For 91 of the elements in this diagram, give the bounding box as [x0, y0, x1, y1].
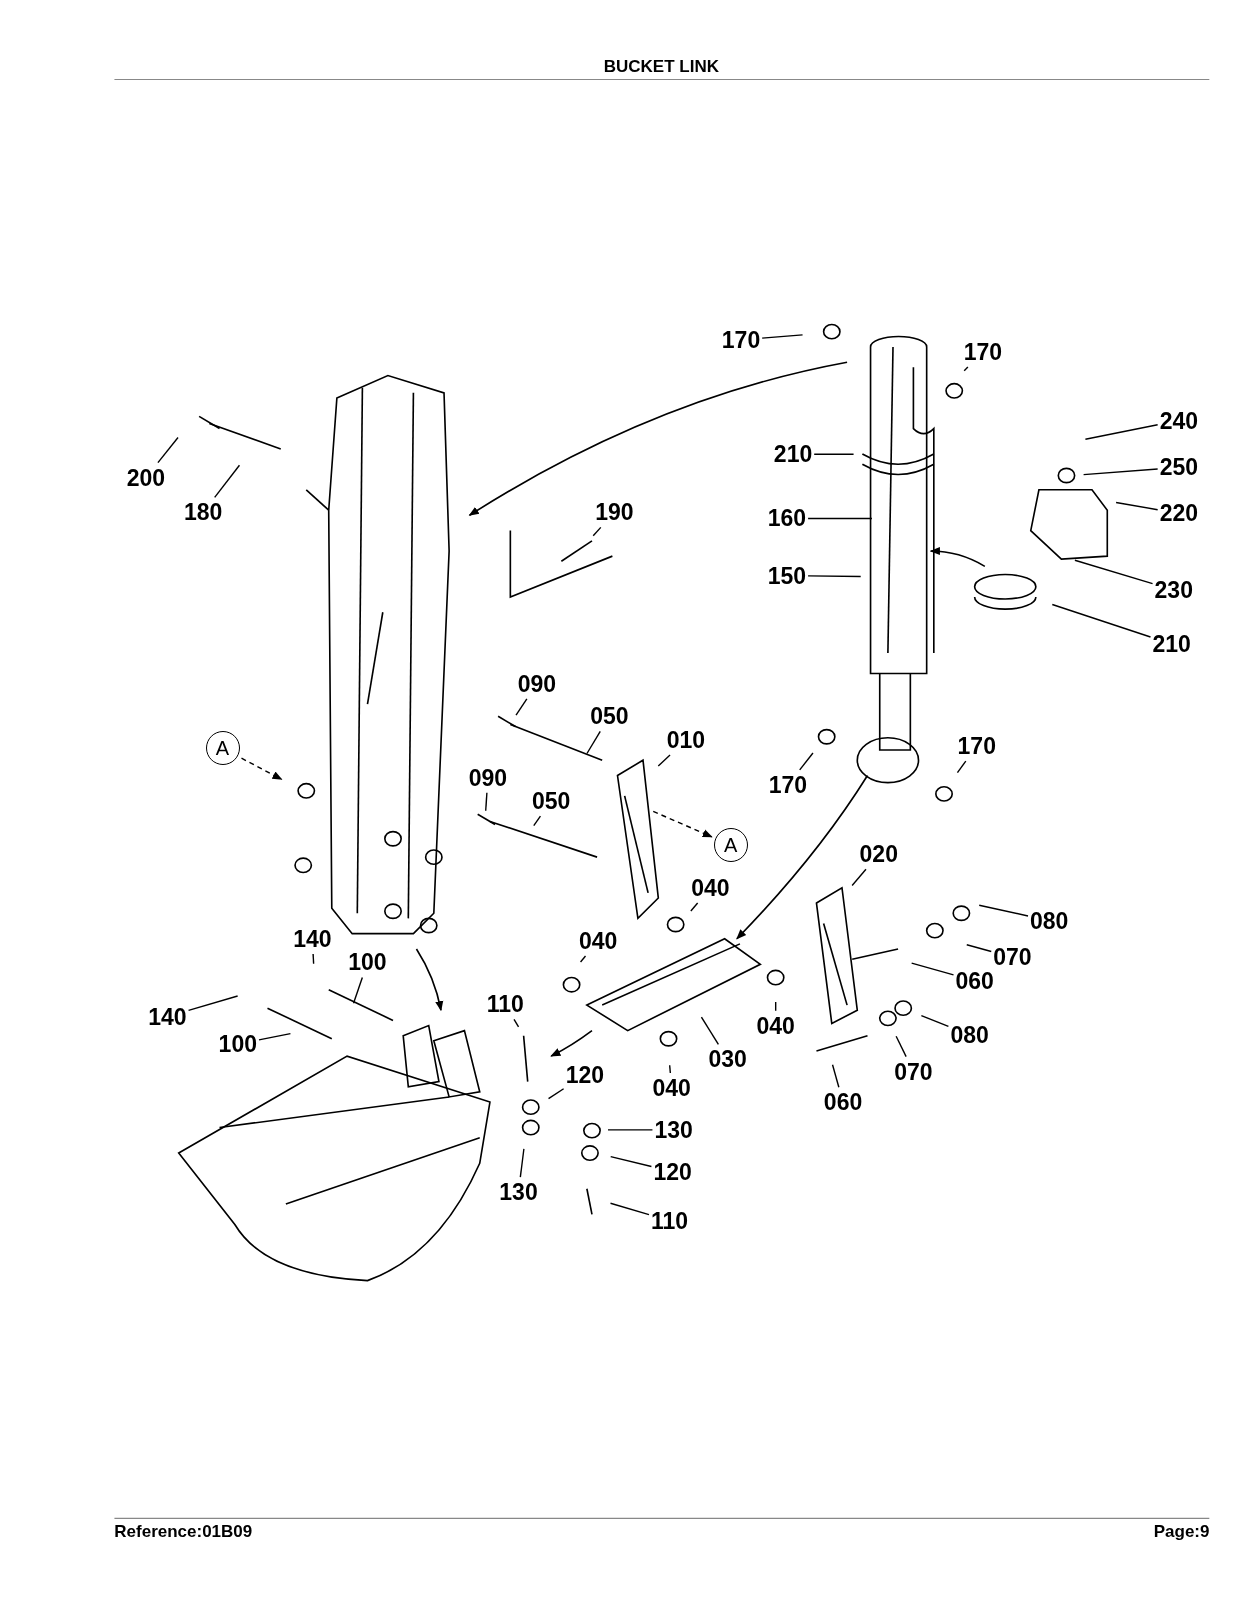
- leader-line: [586, 730, 601, 755]
- callout-number: 060: [823, 1089, 863, 1116]
- callout-number: 090: [517, 670, 557, 697]
- leader-line: [187, 995, 239, 1012]
- leader-line: [1074, 559, 1154, 585]
- leader-line: [214, 464, 241, 499]
- leader-line: [807, 575, 862, 578]
- leader-line: [851, 868, 867, 887]
- leader-line: [609, 1155, 653, 1168]
- leader-line: [1051, 603, 1152, 638]
- callout-number: 050: [531, 788, 571, 815]
- dashed-arrow: [652, 810, 713, 838]
- callout-number: 010: [666, 726, 706, 753]
- leader-line: [513, 1018, 520, 1028]
- leader-line: [799, 752, 814, 771]
- leader-line: [657, 754, 671, 767]
- leader-line: [963, 366, 969, 372]
- callout-number: 140: [148, 1003, 187, 1030]
- leader-line: [352, 976, 364, 1004]
- callout-number: 040: [578, 928, 618, 955]
- callout-number: 200: [126, 464, 166, 491]
- leader-line: [775, 1001, 777, 1012]
- callout-number: 070: [993, 944, 1032, 971]
- callout-number: 230: [1154, 576, 1193, 603]
- leader-line: [1115, 501, 1159, 511]
- leader-line: [485, 792, 488, 812]
- callout-number: 130: [654, 1116, 693, 1143]
- leader-line: [519, 1148, 525, 1178]
- leader-line: [1084, 424, 1159, 440]
- callout-number: 070: [894, 1058, 933, 1085]
- leader-line: [956, 760, 967, 774]
- callout-number: 150: [767, 562, 807, 589]
- callout-number: 040: [756, 1012, 795, 1039]
- leader-line: [579, 955, 587, 963]
- leader-line: [807, 517, 873, 520]
- leader-line: [910, 962, 955, 976]
- page-number: Page:9: [1153, 1521, 1210, 1542]
- view-reference-circle: A: [205, 731, 240, 766]
- callout-number: 180: [183, 499, 223, 526]
- callout-number: 160: [767, 505, 807, 532]
- callout-number: 170: [957, 733, 996, 760]
- callout-number: 240: [1159, 407, 1199, 434]
- dashed-arrow: [240, 757, 283, 781]
- page-title: BUCKET LINK: [603, 57, 719, 78]
- leader-line: [312, 953, 315, 965]
- callout-number: 170: [768, 771, 808, 798]
- callout-number: 030: [708, 1046, 747, 1073]
- leader-line: [515, 698, 528, 716]
- callout-number: 110: [651, 1207, 689, 1234]
- leader-line: [609, 1202, 650, 1216]
- leader-line: [700, 1016, 720, 1046]
- leader-line: [592, 526, 602, 537]
- callout-number: 140: [293, 926, 332, 952]
- callout-number: 060: [955, 967, 994, 994]
- callout-number: 170: [963, 339, 1003, 366]
- callout-number: 100: [218, 1031, 257, 1058]
- callout-number: 050: [590, 703, 629, 730]
- leader-line: [978, 904, 1029, 917]
- leader-line: [920, 1014, 950, 1028]
- view-reference-circle: A: [713, 828, 748, 863]
- callout-number: 220: [1159, 500, 1199, 527]
- callout-number: 130: [499, 1179, 538, 1206]
- leader-line: [761, 334, 804, 339]
- leader-line: [1082, 468, 1159, 476]
- callout-number: 120: [565, 1061, 604, 1088]
- leader-line: [668, 1064, 672, 1074]
- callout-number: 190: [595, 499, 634, 526]
- leader-line: [690, 902, 699, 912]
- callout-number: 020: [859, 841, 898, 868]
- callout-number: 100: [348, 949, 387, 976]
- callout-number: 170: [721, 326, 761, 353]
- leader-line: [895, 1035, 907, 1058]
- callout-number: 250: [1159, 454, 1199, 481]
- leader-line: [966, 944, 992, 953]
- callout-number: 080: [1030, 907, 1069, 934]
- callout-number: 090: [468, 764, 508, 791]
- callout-number: 120: [653, 1158, 692, 1185]
- callout-number: 040: [652, 1075, 691, 1101]
- callout-number: 080: [950, 1021, 989, 1048]
- reference-code: Reference:01B09: [114, 1521, 253, 1542]
- callout-number: 040: [691, 874, 730, 901]
- leader-line: [258, 1032, 292, 1041]
- callout-number: 210: [1152, 631, 1191, 657]
- leader-line: [157, 436, 179, 464]
- leader-line: [813, 453, 855, 455]
- leader-line: [831, 1064, 840, 1088]
- leader-line: [547, 1088, 565, 1100]
- callout-number: 210: [773, 441, 813, 468]
- leader-line: [607, 1129, 654, 1131]
- callout-number: 110: [486, 991, 524, 1018]
- leader-line: [533, 815, 542, 827]
